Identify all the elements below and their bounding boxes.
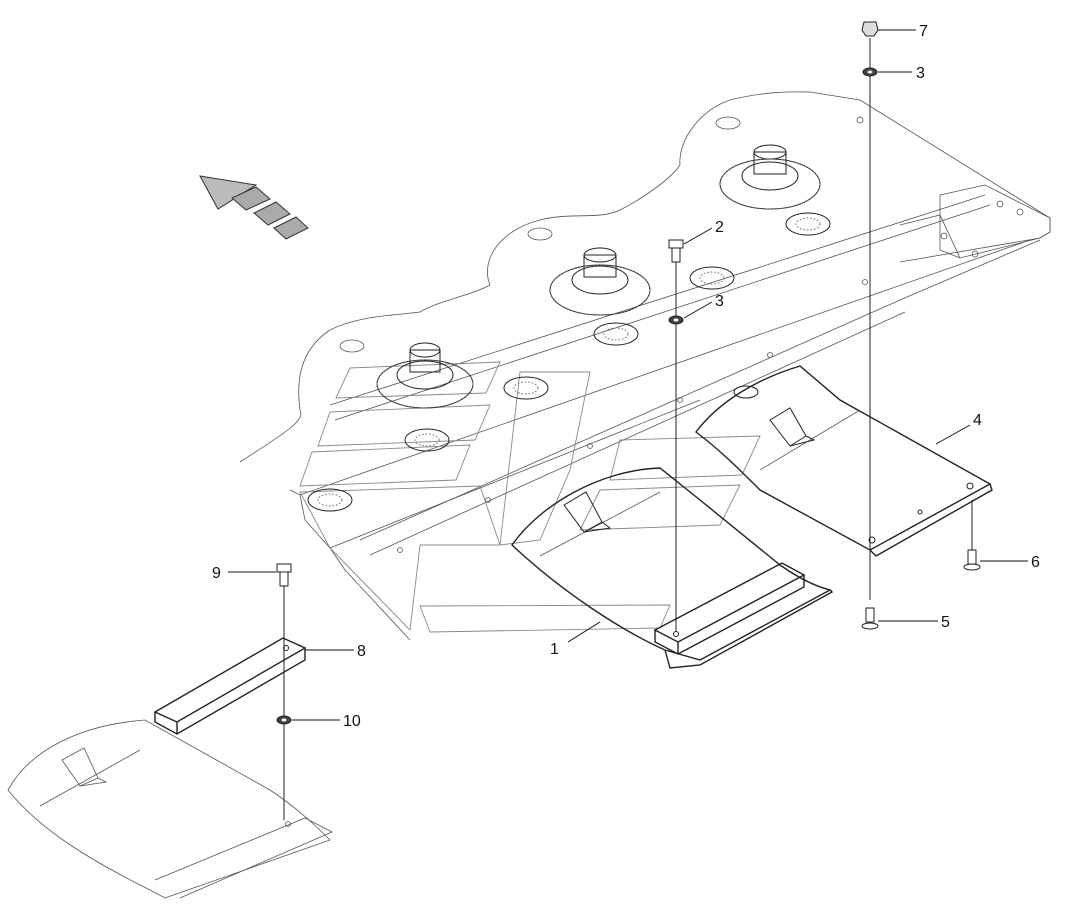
fastener-stack-left [276,563,292,820]
svg-text:4: 4 [973,412,982,429]
skid-plate-1 [511,467,834,669]
svg-text:10: 10 [343,713,361,730]
callout-5: 5 [878,614,950,631]
skid-plate-4 [695,365,993,557]
svg-text:3: 3 [715,293,724,310]
svg-text:7: 7 [919,23,928,40]
spacer-bar-8 [153,637,307,735]
callout-3-middle: 3 [683,293,724,319]
callout-3-top: 3 [878,65,925,82]
callout-6: 6 [980,554,1040,571]
callout-7: 7 [878,23,928,40]
svg-text:5: 5 [941,614,950,631]
svg-text:1: 1 [550,641,559,658]
svg-text:9: 9 [212,565,221,582]
bolt-6 [963,500,981,571]
background-watermark [299,361,761,633]
disc-hub-2 [549,247,735,346]
svg-text:8: 8 [357,643,366,660]
callout-8: 8 [305,643,366,660]
disc-hub-3 [719,144,831,236]
skid-plate-lower-left [7,719,333,899]
svg-text:3: 3 [916,65,925,82]
callout-4: 4 [935,412,982,445]
travel-direction-arrow [199,175,309,240]
callout-9: 9 [212,565,276,582]
callout-1: 1 [550,621,601,658]
bolt-5 [861,607,879,630]
cutter-bar-body [239,91,1051,641]
svg-text:6: 6 [1031,554,1040,571]
svg-text:2: 2 [715,219,724,236]
callout-10: 10 [292,713,361,730]
fastener-stack-right [861,21,879,600]
callout-2: 2 [683,219,724,245]
disc-hub-1 [307,342,549,512]
fastener-stack-middle [668,239,684,632]
